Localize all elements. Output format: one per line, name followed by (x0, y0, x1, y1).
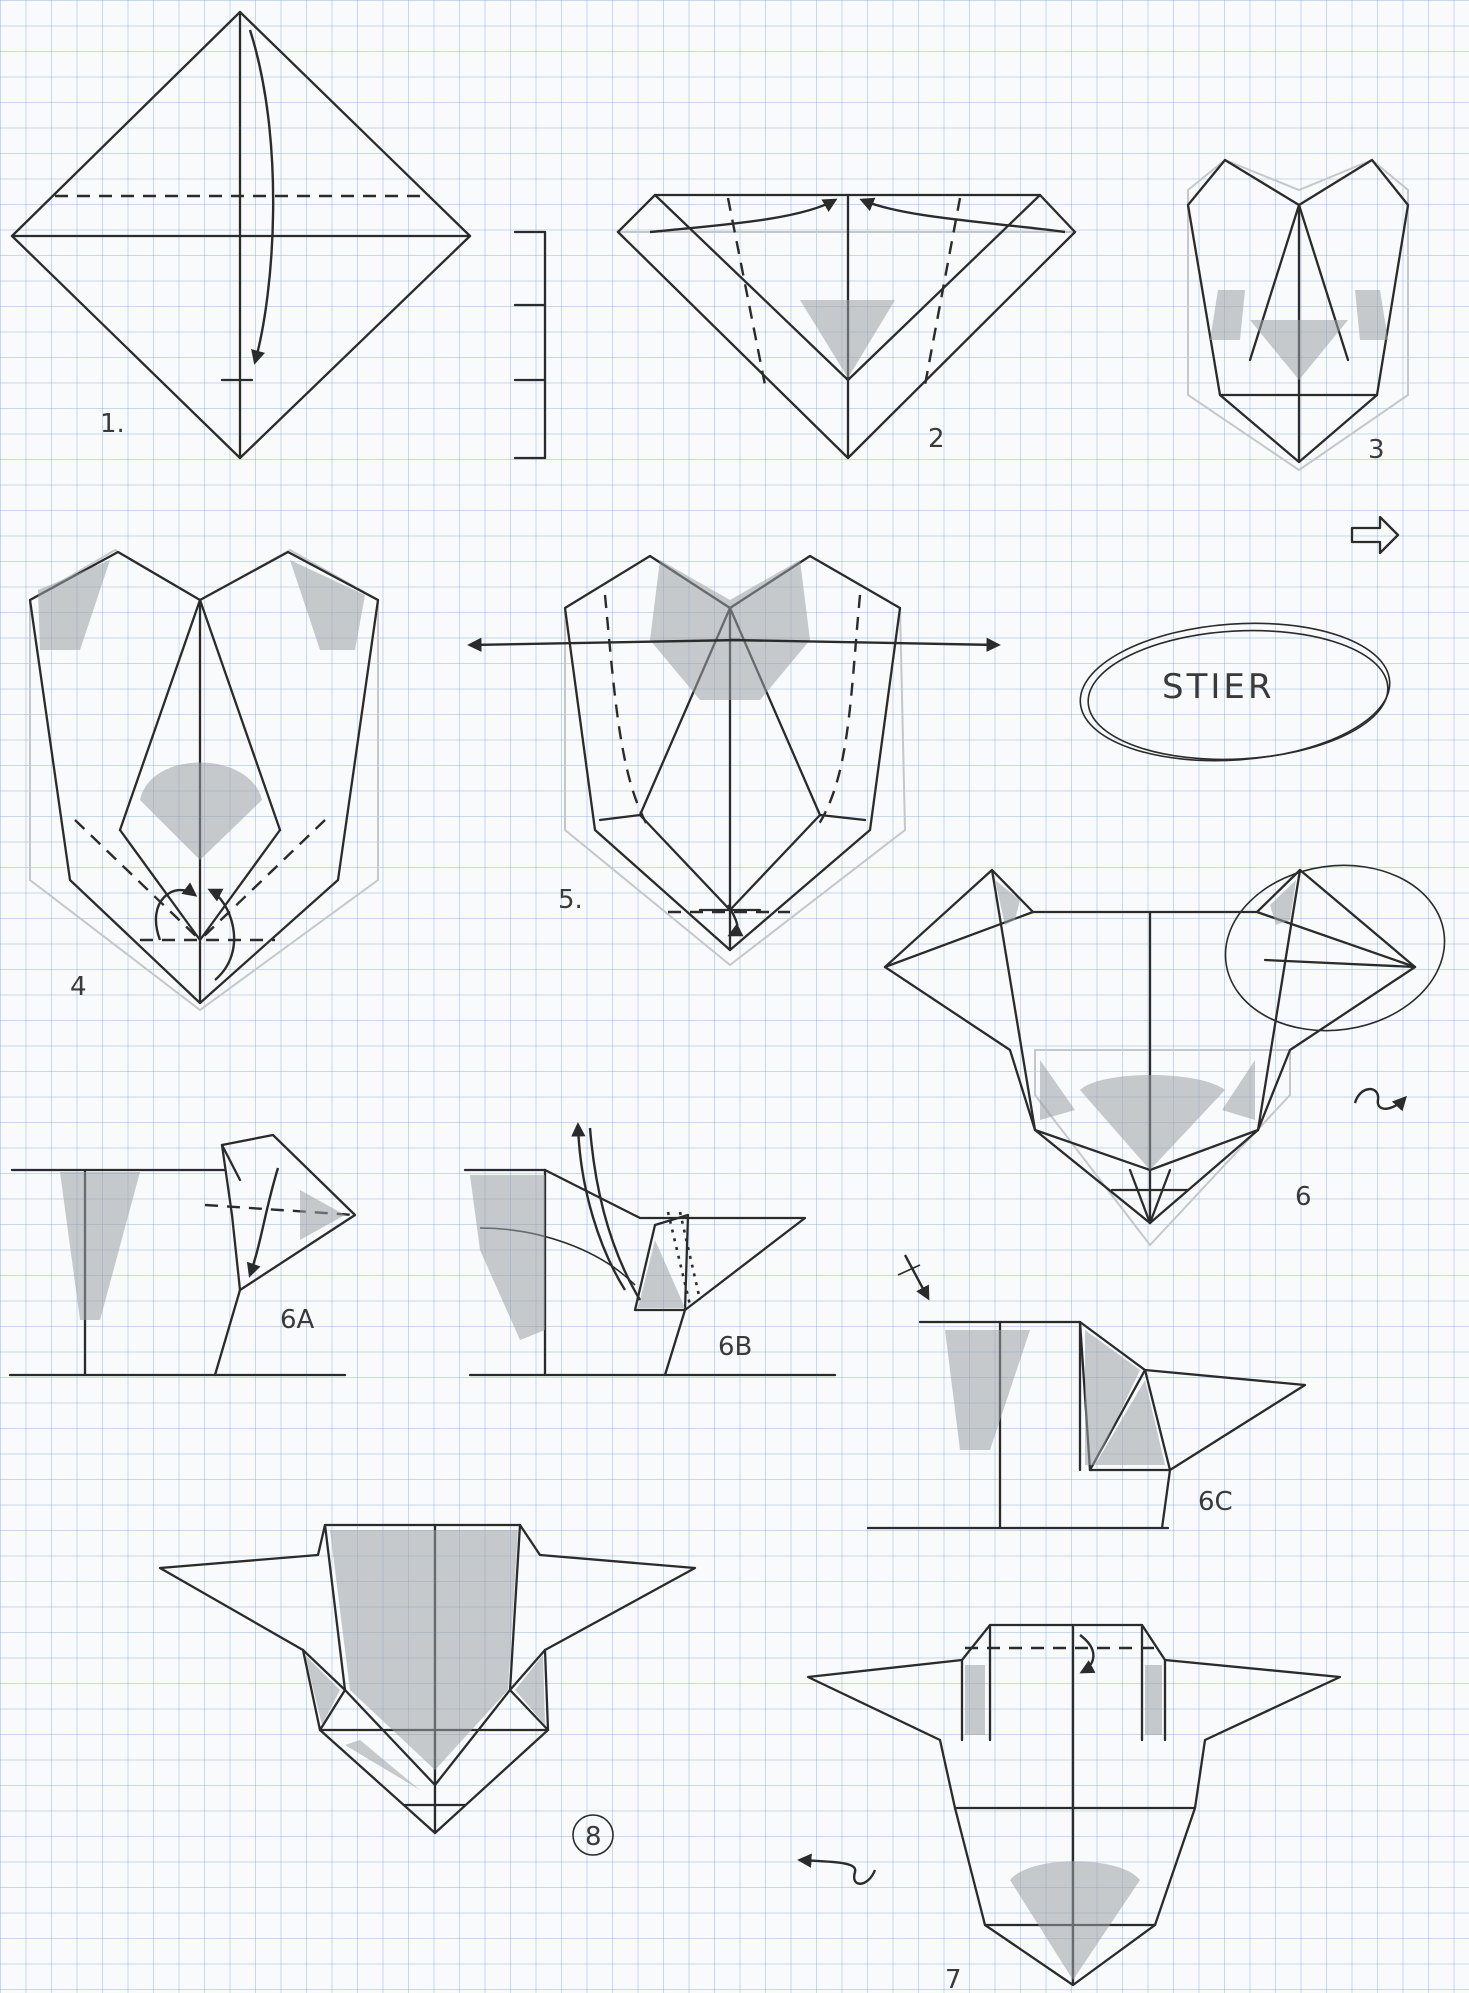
step-1-diagram (12, 12, 470, 458)
step-4-diagram (30, 550, 378, 1010)
turn-over-arrow-icon (1355, 1089, 1405, 1109)
step-4-label: 4 (70, 972, 87, 1002)
step-6a-label: 6A (280, 1305, 315, 1335)
step-6a-diagram (10, 1135, 355, 1375)
step-5-label: 5. (558, 885, 583, 915)
title-stier: STIER (1162, 667, 1274, 707)
step-6c-label: 6C (1198, 1487, 1233, 1517)
step-1-label: 1. (100, 409, 125, 439)
step-6c-diagram (868, 1255, 1305, 1528)
step-6b-label: 6B (718, 1332, 752, 1362)
turn-over-arrow-icon-2 (800, 1860, 875, 1884)
step-3-diagram (1188, 160, 1408, 470)
step-7-label: 7 (945, 1965, 962, 1993)
hollow-arrow-icon (1352, 517, 1398, 553)
scale-ruler (515, 232, 545, 458)
step-5-diagram (470, 556, 998, 965)
step-6b-diagram (465, 1125, 835, 1375)
step-2-label: 2 (928, 424, 945, 454)
step-3-label: 3 (1368, 435, 1385, 465)
step-2-diagram (618, 195, 1075, 458)
step-6-diagram (885, 851, 1455, 1245)
step-8-label: 8 (585, 1822, 602, 1852)
step-8-diagram (160, 1525, 695, 1833)
step-6-label: 6 (1295, 1182, 1312, 1212)
step-7-diagram (808, 1625, 1340, 1985)
